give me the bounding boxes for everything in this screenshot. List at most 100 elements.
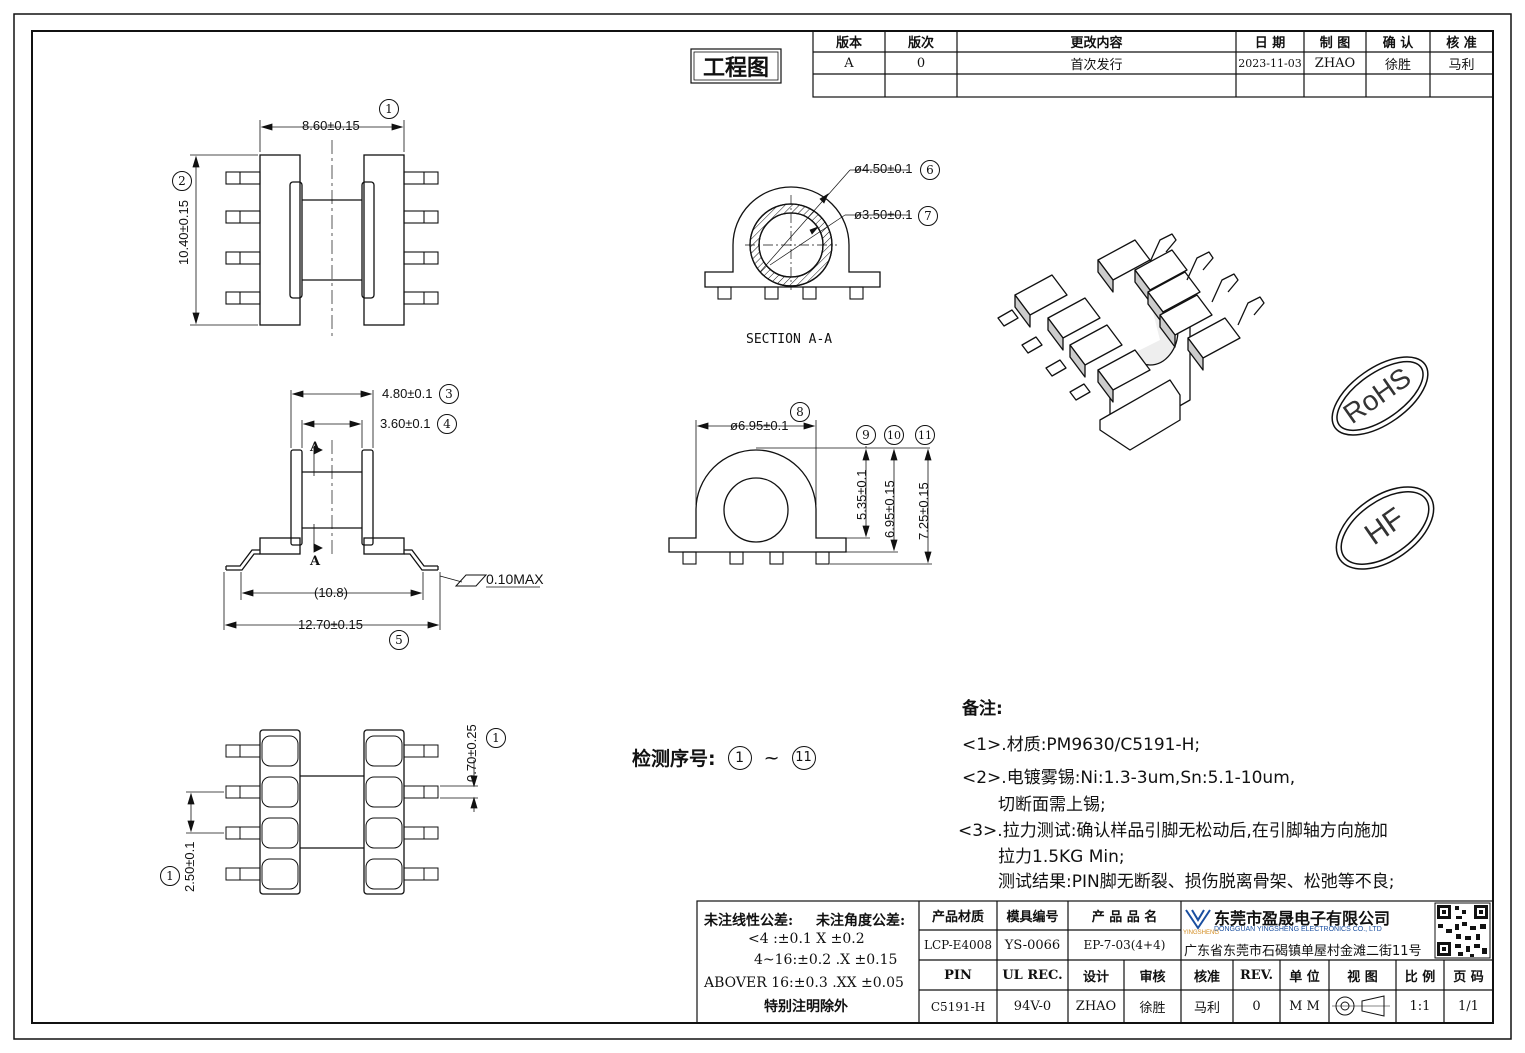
rev-header: 更改内容	[1070, 36, 1123, 51]
dim-side-inner: (10.8)	[314, 585, 348, 600]
end-view	[668, 420, 932, 565]
rev-header: 核 准	[1446, 36, 1477, 51]
tb-value: YS-0066	[1004, 937, 1061, 953]
balloon-2: 2	[172, 171, 192, 191]
tb-value: ZHAO	[1075, 999, 1117, 1014]
tb-value: EP-7-03(4+4)	[1083, 938, 1166, 952]
rev-cell: 2023-11-03	[1238, 56, 1302, 70]
tb-value: 1/1	[1458, 999, 1479, 1014]
balloon-6: 6	[920, 160, 940, 180]
revision-table-grid	[812, 30, 1494, 98]
title-box	[690, 48, 782, 84]
tb-value: 1:1	[1409, 999, 1431, 1014]
rev-header: 版次	[907, 36, 934, 51]
tb-value: 0	[1252, 999, 1261, 1014]
qr-code	[1434, 902, 1491, 959]
tb-header: 产品材质	[931, 910, 984, 925]
tb-header: 模具编号	[1006, 910, 1059, 925]
dim-end-h3: 7.25±0.15	[916, 482, 931, 540]
rev-cell: 马利	[1448, 57, 1475, 73]
tb-header: REV.	[1239, 967, 1274, 983]
company-logo	[1185, 909, 1211, 930]
tb-header: PIN	[944, 967, 972, 983]
rev-header: 版本	[835, 36, 862, 51]
tb-header: 视 图	[1347, 969, 1378, 985]
isometric-view	[997, 233, 1265, 451]
balloon-11: 11	[915, 425, 935, 445]
section-view	[704, 169, 910, 300]
dim-end-d: ø6.95±0.1	[730, 418, 789, 433]
dim-side-total: 12.70±0.15	[298, 617, 363, 632]
balloon-1-pitch: 1	[160, 866, 180, 886]
rev-cell: ZHAO	[1314, 55, 1356, 71]
inspection-to: 11	[791, 745, 816, 770]
inspection-label: 检测序号:	[632, 748, 716, 770]
section-label: SECTION A-A	[746, 332, 833, 347]
balloon-4: 4	[437, 414, 457, 434]
tb-value: M M	[1289, 999, 1320, 1014]
tb-header: 核准	[1193, 969, 1220, 985]
note-line: <3>.拉力测试:确认样品引脚无松动后,在引脚轴方向施加	[958, 821, 1388, 841]
tolerance-row: <4 :±0.1 X ±0.2	[748, 931, 865, 947]
dim-side-w1: 4.80±0.1	[382, 386, 433, 401]
tb-header: 审核	[1139, 969, 1166, 985]
inspection-sequence: 检测序号: 1 ~ 11	[632, 744, 816, 771]
balloon-8: 8	[790, 402, 810, 422]
tb-value: LCP-E4008	[924, 938, 992, 952]
dim-section-d2: ø3.50±0.1	[854, 207, 913, 222]
drawing-title: 工程图	[702, 56, 769, 81]
side-view	[223, 390, 540, 630]
tolerance-footer: 特别注明除外	[764, 999, 848, 1015]
company-address: 广东省东莞市石碣镇单屋村金滩二街11号	[1184, 944, 1422, 959]
rev-cell: A	[844, 55, 854, 71]
tolerance-row: ABOVER 16:±0.3 .XX ±0.05	[704, 975, 904, 991]
tb-header: UL REC.	[1002, 967, 1063, 983]
hf-stamp	[1335, 486, 1435, 570]
tb-header: 产 品 品 名	[1091, 910, 1158, 925]
inspection-sep: ~	[763, 746, 780, 769]
tb-value: 徐胜	[1139, 1001, 1166, 1016]
dim-section-d1: ø4.50±0.1	[854, 161, 913, 176]
balloon-7: 7	[918, 206, 938, 226]
rev-header: 确 认	[1382, 36, 1414, 51]
tb-header: 单 位	[1289, 969, 1320, 985]
note-line: <2>.电镀雾锡:Ni:1.3-3um,Sn:5.1-10um,	[962, 768, 1296, 788]
title-box-inner	[693, 51, 779, 81]
dim-end-h2: 6.95±0.15	[882, 480, 897, 538]
bottom-view	[186, 729, 478, 895]
balloon-3: 3	[439, 384, 459, 404]
note-line: 测试结果:PIN脚无断裂、损伤脱离骨架、松弛等不良;	[998, 872, 1395, 892]
balloon-10: 10	[884, 425, 904, 445]
note-line: 拉力1.5KG Min;	[998, 847, 1125, 867]
section-marker-bottom: A	[310, 554, 321, 569]
company-name-en: DONGGUAN YINGSHENG ELECTRONICS CO., LTD	[1214, 926, 1382, 933]
projection-symbol	[1332, 995, 1390, 1017]
rev-cell: 0	[916, 55, 926, 71]
balloon-1-bottom: 1	[486, 728, 506, 748]
notes-title: 备注:	[962, 699, 1003, 719]
rohs-stamp	[1331, 356, 1429, 436]
tolerance-angular-title: 未注角度公差:	[816, 913, 906, 929]
dim-bottom-pitch: 2.50±0.1	[182, 841, 197, 892]
tb-header: 设计	[1082, 969, 1109, 985]
section-marker-top: A	[310, 440, 321, 455]
company-name: 东莞市盈晟电子有限公司	[1214, 909, 1391, 928]
rev-header: 日 期	[1254, 36, 1286, 51]
rev-header: 制 图	[1319, 36, 1351, 51]
rev-cell: 徐胜	[1384, 57, 1411, 73]
note-line: <1>.材质:PM9630/C5191-H;	[962, 735, 1201, 755]
title-block-grid	[696, 900, 1494, 1024]
tb-header: 页 码	[1453, 969, 1484, 985]
balloon-5: 5	[389, 630, 409, 650]
logo-text: YINGSHENG	[1183, 930, 1220, 936]
dim-top-width: 8.60±0.15	[302, 118, 360, 133]
dim-top-height: 10.40±0.15	[176, 200, 191, 265]
dim-bottom-gap: 0.70±0.25	[464, 724, 479, 782]
top-view	[190, 120, 439, 340]
tb-value: 94V-0	[1013, 999, 1052, 1014]
dim-end-h1: 5.35±0.1	[854, 469, 869, 520]
rev-cell: 首次发行	[1070, 57, 1123, 73]
tolerance-row: 4~16:±0.2 .X ±0.15	[754, 952, 898, 968]
inspection-from: 1	[727, 745, 752, 770]
